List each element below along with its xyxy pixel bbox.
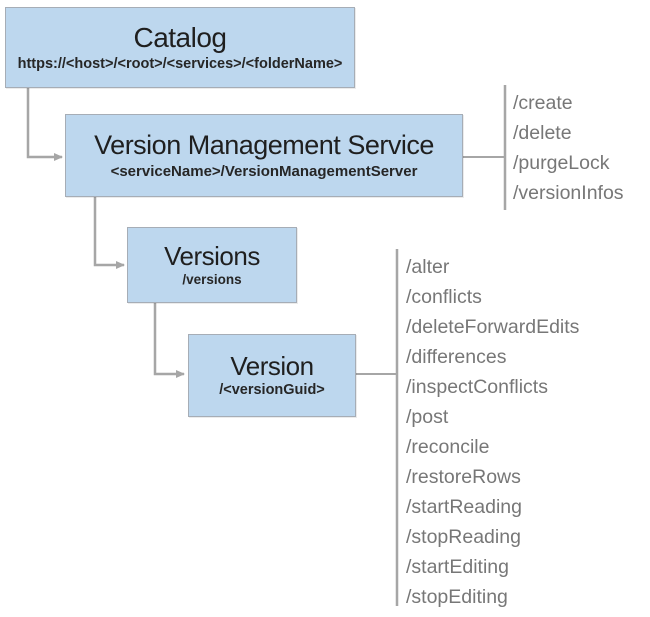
endpoint-item: /restoreRows xyxy=(406,466,521,488)
node-vms-url-pattern: <serviceName>/VersionManagementServer xyxy=(110,162,418,180)
node-versions-title: Versions xyxy=(164,240,260,271)
endpoint-item: /stopReading xyxy=(406,526,521,548)
endpoint-item: /deleteForwardEdits xyxy=(406,316,580,338)
endpoint-item: /versionInfos xyxy=(513,182,624,204)
endpoint-item: /delete xyxy=(513,122,572,144)
node-versions-url-pattern: /versions xyxy=(182,272,242,288)
node-versions: Versions /versions xyxy=(127,227,297,303)
endpoint-item: /inspectConflicts xyxy=(406,376,548,398)
node-version-url-pattern: /<versionGuid> xyxy=(219,382,325,399)
endpoint-item: /alter xyxy=(406,256,450,278)
node-catalog-title: Catalog xyxy=(133,22,227,54)
endpoint-item: /post xyxy=(406,406,449,428)
endpoint-item: /stopEditing xyxy=(406,586,508,608)
endpoint-item: /reconcile xyxy=(406,436,490,458)
node-vms-title: Version Management Service xyxy=(94,130,434,161)
node-catalog-url-pattern: https://<host>/<root>/<services>/<folder… xyxy=(17,55,343,72)
endpoint-item: /conflicts xyxy=(406,286,482,308)
endpoint-item: /create xyxy=(513,92,573,114)
endpoint-item: /startReading xyxy=(406,496,522,518)
endpoint-item: /purgeLock xyxy=(513,152,610,174)
version-endpoint-list: /alter /conflicts /deleteForwardEdits /d… xyxy=(406,252,579,612)
node-catalog: Catalog https://<host>/<root>/<services>… xyxy=(5,7,355,88)
endpoint-item: /startEditing xyxy=(406,556,509,578)
vms-endpoint-list: /create /delete /purgeLock /versionInfos xyxy=(513,88,624,208)
node-version-management-service: Version Management Service <serviceName>… xyxy=(65,114,463,197)
connector-vms-to-versions-arrow xyxy=(93,197,125,269)
connector-versions-to-version-arrow xyxy=(153,303,185,378)
node-version: Version /<versionGuid> xyxy=(188,334,356,417)
connector-catalog-to-vms-arrow xyxy=(26,88,63,161)
endpoint-item: /differences xyxy=(406,346,507,368)
node-version-title: Version xyxy=(230,350,314,381)
